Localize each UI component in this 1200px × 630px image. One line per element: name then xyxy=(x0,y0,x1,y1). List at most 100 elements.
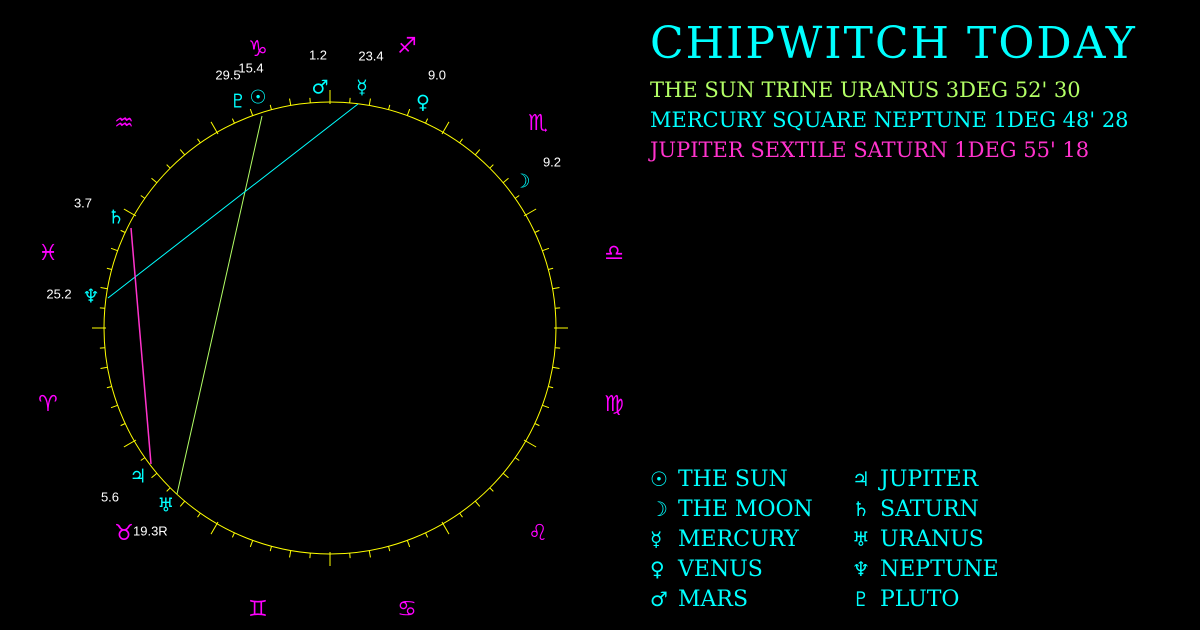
planet-degree-label: 1.2 xyxy=(309,47,327,62)
taurus-icon: ♉ xyxy=(114,521,134,546)
degree-tick xyxy=(548,386,554,389)
pisces-icon: ♓ xyxy=(38,241,58,266)
pluto-icon: ♇ xyxy=(852,587,870,611)
degree-tick xyxy=(120,229,126,233)
degree-tick xyxy=(552,366,560,369)
degree-ticks xyxy=(92,90,568,566)
degree-tick xyxy=(269,546,272,552)
legend-item-mercury: ☿MERCURY xyxy=(650,527,799,552)
zodiac-circle xyxy=(103,101,557,555)
planet-degree-label: 5.6 xyxy=(101,489,119,504)
degree-tick xyxy=(140,195,146,199)
degree-tick xyxy=(474,500,481,507)
degree-tick xyxy=(269,104,272,110)
degree-tick xyxy=(441,121,450,135)
degree-tick xyxy=(489,164,494,169)
degree-tick xyxy=(123,439,137,448)
degree-tick xyxy=(123,208,137,217)
degree-tick xyxy=(151,177,158,184)
planet-degree-label: 25.2 xyxy=(46,286,71,301)
degree-tick xyxy=(548,267,554,270)
cancer-icon: ♋ xyxy=(397,597,417,622)
degree-tick xyxy=(179,500,186,507)
degree-tick xyxy=(110,404,118,409)
legend-label: SATURN xyxy=(880,497,979,522)
moon-icon: ☽ xyxy=(650,497,668,521)
saturn-icon: ♄ xyxy=(852,497,870,521)
planet-degree-label: 19.3R xyxy=(133,523,168,538)
degree-tick xyxy=(289,550,292,558)
legend-item-uranus: ♅ URANUS xyxy=(852,527,984,552)
degree-tick xyxy=(502,177,509,184)
legend-item-mars: ♂ MARS xyxy=(650,587,748,612)
degree-tick xyxy=(106,267,112,270)
degree-tick xyxy=(100,366,108,369)
legend-label: THE MOON xyxy=(678,497,813,522)
planet-glyphs: ♇☉♂☿♀☽♄♆♃♅ xyxy=(82,77,530,517)
degree-tick xyxy=(289,98,292,106)
legend-item-pluto: ♇ PLUTO xyxy=(852,587,959,612)
legend-label: URANUS xyxy=(880,527,984,552)
degree-tick xyxy=(100,287,108,290)
legend-label: VENUS xyxy=(678,557,763,582)
legend-label: THE SUN xyxy=(678,467,788,492)
degree-tick xyxy=(197,512,201,518)
mercury-icon: ☿ xyxy=(356,77,368,99)
planet-degree-label: 23.4 xyxy=(358,48,383,63)
zodiac-signs: ♑♐♏♎♍♌♋♊♉♈♓♒ xyxy=(38,34,624,622)
degree-tick xyxy=(459,138,463,144)
degree-tick xyxy=(523,439,537,448)
legend-item-neptune: ♆NEPTUNE xyxy=(852,557,999,582)
planet-degree-label: 9.2 xyxy=(543,154,561,169)
degree-tick xyxy=(106,386,112,389)
legend-label: MARS xyxy=(678,587,749,612)
legend-label: JUPITER xyxy=(880,467,979,492)
degree-tick xyxy=(231,118,235,124)
legend-item-jupiter: ♃ JUPITER xyxy=(852,467,978,492)
degree-tick xyxy=(368,550,371,558)
degree-tick xyxy=(552,287,560,290)
degree-tick xyxy=(388,104,391,110)
degree-tick xyxy=(249,108,254,116)
degree-tick xyxy=(425,118,429,124)
degree-tick xyxy=(534,229,540,233)
uranus-icon: ♅ xyxy=(852,527,870,551)
degree-tick xyxy=(441,521,450,535)
mars-icon: ♂ xyxy=(311,77,328,99)
jupiter-saturn-sextile-line xyxy=(130,227,152,465)
pluto-icon: ♇ xyxy=(229,91,246,113)
saturn-icon: ♄ xyxy=(107,207,124,229)
venus-icon: ♀ xyxy=(416,92,430,114)
planet-degree-label: 29.5 xyxy=(215,67,240,82)
degree-tick xyxy=(542,247,550,252)
degree-tick xyxy=(406,540,411,548)
sun-icon: ☉ xyxy=(650,467,668,491)
aspect-lines xyxy=(107,103,359,495)
degree-tick xyxy=(388,546,391,552)
libra-icon: ♎ xyxy=(604,241,624,266)
mercury-neptune-square-line xyxy=(107,103,359,299)
aspect-sun-trine-uranus: THE SUN TRINE URANUS 3DEG 52' 30 xyxy=(650,78,1081,102)
legend-item-sun: ☉ THE SUN xyxy=(650,467,788,492)
degree-tick xyxy=(489,487,494,492)
degree-tick xyxy=(514,195,520,199)
capricorn-icon: ♑ xyxy=(248,37,268,62)
degree-tick xyxy=(120,423,126,427)
legend-label: PLUTO xyxy=(880,587,960,612)
neptune-icon: ♆ xyxy=(852,557,870,581)
degree-tick xyxy=(151,472,158,479)
degree-tick xyxy=(197,138,201,144)
degree-tick xyxy=(166,164,171,169)
legend-item-saturn: ♄ SATURN xyxy=(852,497,979,522)
sagittarius-icon: ♐ xyxy=(397,34,417,59)
jupiter-icon: ♃ xyxy=(852,467,870,491)
degree-tick xyxy=(210,121,219,135)
mars-icon: ♂ xyxy=(650,587,668,611)
degree-tick xyxy=(210,521,219,535)
degree-tick xyxy=(502,472,509,479)
degree-tick xyxy=(166,487,171,492)
degree-tick xyxy=(534,423,540,427)
legend-item-moon: ☽ THE MOON xyxy=(650,497,813,522)
